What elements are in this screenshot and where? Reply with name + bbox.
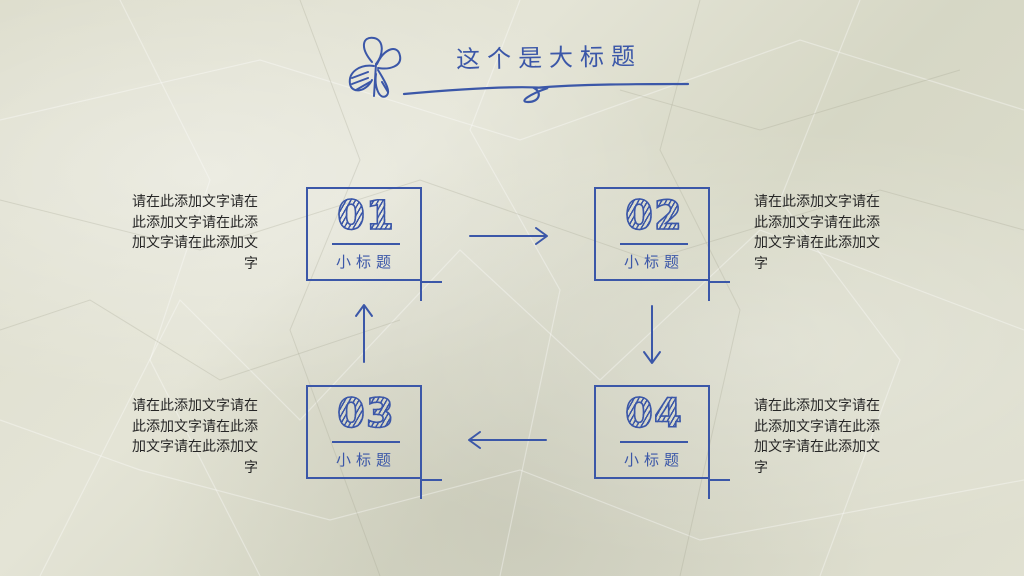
step-box-04: 04 小标题 [594, 385, 710, 479]
step-description-04: 请在此添加文字请在此添加文字请在此添加文字请在此添加文字 [754, 398, 880, 476]
step-label: 小标题 [623, 253, 684, 271]
step-divider [332, 441, 400, 443]
step-description-03: 请在此添加文字请在此添加文字请在此添加文字请在此添加文字 [132, 398, 258, 476]
step-number: 01 [308, 192, 424, 240]
arrow-right-icon [469, 227, 548, 245]
title-underline [402, 82, 690, 104]
step-number: 04 [596, 390, 712, 438]
arrow-up-icon [355, 304, 373, 363]
box-corner-line [420, 281, 442, 283]
box-corner-line [420, 281, 422, 301]
step-label: 小标题 [623, 451, 684, 469]
arrow-left-icon [468, 431, 547, 449]
step-box-03: 03 小标题 [306, 385, 422, 479]
box-corner-line [708, 479, 730, 481]
box-corner-line [420, 479, 422, 499]
arrow-down-icon [643, 305, 661, 364]
step-divider [332, 243, 400, 245]
step-description-02: 请在此添加文字请在此添加文字请在此添加文字请在此添加文字 [754, 194, 880, 272]
step-number: 03 [308, 390, 424, 438]
box-corner-line [708, 281, 730, 283]
box-corner-line [708, 479, 710, 499]
box-corner-line [420, 479, 442, 481]
butterfly-icon [348, 36, 402, 98]
step-box-02: 02 小标题 [594, 187, 710, 281]
step-divider [620, 243, 688, 245]
box-corner-line [708, 281, 710, 301]
step-divider [620, 441, 688, 443]
step-box-01: 01 小标题 [306, 187, 422, 281]
step-number: 02 [596, 192, 712, 240]
step-description-01: 请在此添加文字请在此添加文字请在此添加文字请在此添加文字 [132, 194, 258, 272]
step-label: 小标题 [335, 451, 396, 469]
step-label: 小标题 [335, 253, 396, 271]
